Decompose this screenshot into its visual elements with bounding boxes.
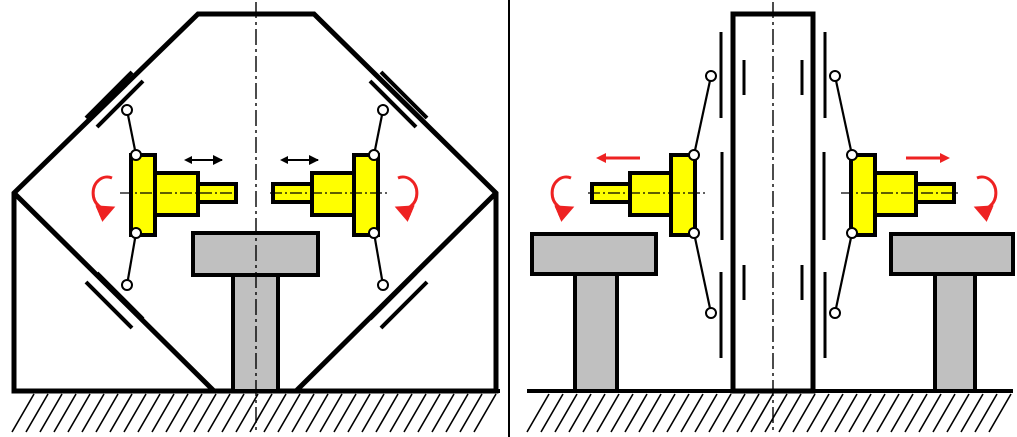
right-view <box>526 2 1015 433</box>
ground-hatch-line <box>932 393 956 433</box>
ground-hatch-line <box>25 393 49 433</box>
ground-hatch-line <box>974 393 998 433</box>
ground-hatch-line <box>417 393 441 433</box>
ground-hatch-line <box>179 393 203 433</box>
left-spindle-head-b <box>270 104 390 291</box>
ground-hatch-line <box>736 393 760 433</box>
ground-hatch-line <box>610 393 634 433</box>
ground-hatch-line <box>319 393 343 433</box>
ground-hatch-line <box>876 393 900 433</box>
right-ground <box>526 389 1013 433</box>
ground-hatch-line <box>694 393 718 433</box>
ground-hatch-line <box>596 393 620 433</box>
ground-hatch-line <box>554 393 578 433</box>
ground-hatch-line <box>638 393 662 433</box>
left-rotation-arrows <box>91 175 419 222</box>
ground-hatch-line <box>67 393 91 433</box>
right-support-right <box>889 232 1015 393</box>
ground-hatch-line <box>750 393 774 433</box>
right-spindle-head-b <box>829 70 958 319</box>
ground-hatch-line <box>123 393 147 433</box>
ground-hatch-line <box>890 393 914 433</box>
ground-hatch-line <box>151 393 175 433</box>
ground-hatch-line <box>988 393 1012 433</box>
ground-hatch-line <box>375 393 399 433</box>
ground-hatch-line <box>445 393 469 433</box>
ground-hatch-line <box>305 393 329 433</box>
ground-hatch-line <box>165 393 189 433</box>
ground-hatch-line <box>459 393 483 433</box>
ground-hatch-line <box>904 393 928 433</box>
right-guide-rails <box>719 32 827 358</box>
ground-hatch-line <box>848 393 872 433</box>
ground-hatch-line <box>624 393 648 433</box>
ground-hatch-line <box>193 393 217 433</box>
ground-hatch-line <box>39 393 63 433</box>
ground-hatch-line <box>403 393 427 433</box>
ground-hatch-line <box>333 393 357 433</box>
right-rotation-arrows <box>550 175 998 222</box>
ground-hatch-line <box>834 393 858 433</box>
ground-hatch-line <box>277 393 301 433</box>
ground-hatch-line <box>778 393 802 433</box>
ground-hatch-line <box>540 393 564 433</box>
ground-hatch-line <box>431 393 455 433</box>
ground-hatch-line <box>109 393 133 433</box>
ground-hatch-line <box>207 393 231 433</box>
ground-hatch-line <box>249 393 273 433</box>
right-support-left <box>530 232 658 393</box>
ground-hatch-line <box>11 393 35 433</box>
ground-hatch-line <box>820 393 844 433</box>
ground-hatch-line <box>960 393 984 433</box>
left-guide-rails <box>84 70 429 330</box>
ground-hatch-line <box>582 393 606 433</box>
ground-hatch-line <box>792 393 816 433</box>
ground-hatch-line <box>81 393 105 433</box>
ground-hatch-line <box>235 393 259 433</box>
ground-hatch-line <box>862 393 886 433</box>
ground-hatch-line <box>568 393 592 433</box>
ground-hatch-line <box>347 393 371 433</box>
ground-hatch-line <box>361 393 385 433</box>
ground-hatch-line <box>221 393 245 433</box>
ground-hatch-line <box>946 393 970 433</box>
ground-hatch-line <box>263 393 287 433</box>
right-spindle-head-a <box>588 70 717 319</box>
ground-hatch-line <box>95 393 119 433</box>
ground-hatch-line <box>53 393 77 433</box>
ground-hatch-line <box>722 393 746 433</box>
ground-hatch-line <box>526 393 550 433</box>
ground-hatch-line <box>680 393 704 433</box>
ground-hatch-line <box>389 393 413 433</box>
ground-hatch-line <box>652 393 676 433</box>
ground-hatch-line <box>473 393 497 433</box>
ground-hatch-line <box>666 393 690 433</box>
ground-hatch-line <box>291 393 315 433</box>
left-view <box>11 2 500 433</box>
right-feed-arrows <box>596 153 950 163</box>
left-spindle-head-a <box>120 104 240 291</box>
ground-hatch-line <box>708 393 732 433</box>
ground-hatch-line <box>918 393 942 433</box>
ground-hatch-line <box>764 393 788 433</box>
left-feed-arrows <box>184 155 319 165</box>
ground-hatch-line <box>806 393 830 433</box>
ground-hatch-line <box>137 393 161 433</box>
